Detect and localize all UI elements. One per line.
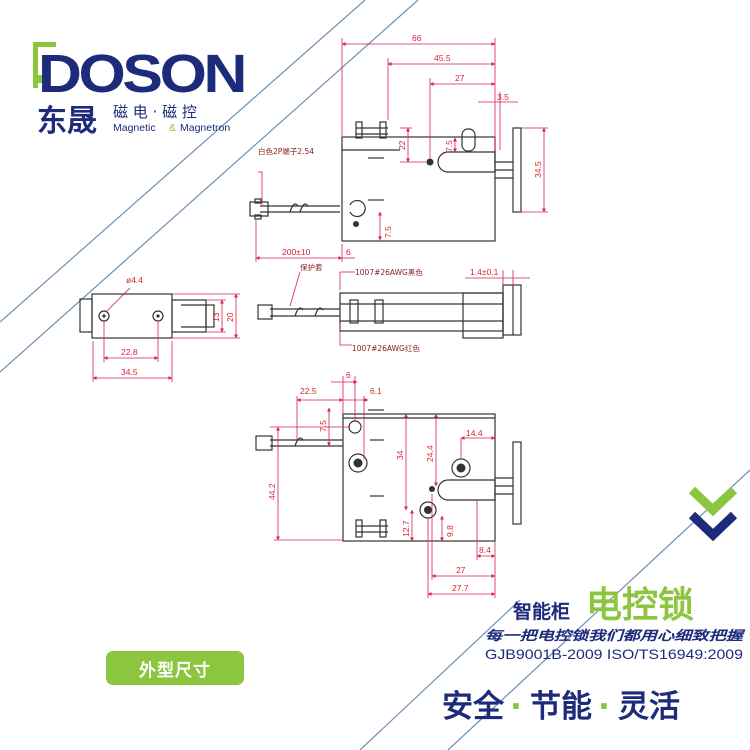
feature-flexible: 灵活 xyxy=(618,689,680,725)
dim-66: 66 xyxy=(412,33,422,43)
dim-6-bottom: 6 xyxy=(346,370,351,380)
note-sleeve: 保护套 xyxy=(300,262,323,272)
dim-6: 6 xyxy=(346,247,351,257)
side-view-drawing: ø4.4 13 20 22.8 34.5 1.4±0.1 保护套 1007#26… xyxy=(79,262,530,382)
dim-24-4: 24.4 xyxy=(425,445,435,462)
dim-34-5: 34.5 xyxy=(533,161,543,178)
dim-7-5: 7.5 xyxy=(444,140,454,152)
dim-34-5-side: 34.5 xyxy=(121,367,138,377)
brand-cn-name: 东晟 xyxy=(37,104,97,139)
dim-7-5-b: 7.5 xyxy=(383,226,393,238)
chevron-down-icon xyxy=(688,486,738,542)
top-view-drawing: 66 45.5 27 3.5 22 7.5 34.5 7.5 200±10 6 … xyxy=(249,33,548,262)
feature-dot-1: · xyxy=(510,689,522,725)
dim-12-7: 12.7 xyxy=(401,520,411,537)
dim-1-4: 1.4±0.1 xyxy=(470,267,499,277)
dim-3-5: 3.5 xyxy=(497,92,509,102)
brand-cn-tagline: 磁 电 · 磁 控 xyxy=(113,103,197,121)
dim-45-5: 45.5 xyxy=(434,53,451,63)
dim-44-2: 44.2 xyxy=(267,483,277,500)
product-certs: GJB9001B-2009 ISO/TS16949:2009 xyxy=(485,646,743,662)
dim-27-bottom: 27 xyxy=(456,565,466,575)
product-slogan: 每一把电控锁我们都用心细致把握 xyxy=(485,628,746,644)
brand-en-tagline-a: Magnetic xyxy=(113,122,156,134)
dim-14-4: 14.4 xyxy=(466,428,483,438)
feature-dot-2: · xyxy=(598,689,610,725)
dimensions-badge: 外型尺寸 xyxy=(106,651,244,685)
brand-en-amp: & xyxy=(169,122,176,134)
dim-20: 20 xyxy=(225,312,235,322)
dim-34: 34 xyxy=(395,450,405,460)
feature-safe: 安全 xyxy=(442,689,505,725)
dim-27-7: 27.7 xyxy=(452,583,469,593)
product-title-big: 电控锁 xyxy=(586,585,694,626)
note-terminal: 白色2P端子2.54 xyxy=(258,146,314,156)
logo-mark-icon xyxy=(33,42,56,88)
logo-text: DOSON xyxy=(38,44,244,104)
dim-7-5-bottom: 7.5 xyxy=(318,420,328,432)
brand-en-tagline-b: Magnetron xyxy=(180,122,230,134)
bottom-view-drawing: 6 22.5 6.1 7.5 44.2 34 24.4 14.4 12.7 9.… xyxy=(255,370,522,598)
dim-9-8: 9.8 xyxy=(445,525,455,537)
dim-13: 13 xyxy=(211,312,221,322)
dim-22: 22 xyxy=(397,140,407,150)
note-red-wire: 1007#26AWG红色 xyxy=(352,343,420,353)
dim-22-5: 22.5 xyxy=(300,386,317,396)
dim-6-1: 6.1 xyxy=(370,386,382,396)
dim-22-8: 22.8 xyxy=(121,347,138,357)
feature-energy: 节能 xyxy=(530,689,592,725)
note-black-wire: 1007#26AWG黑色 xyxy=(355,267,423,277)
dim-200: 200±10 xyxy=(282,247,311,257)
doson-logo: DOSON 东晟 磁 电 · 磁 控 Magnetic & Magnetron xyxy=(33,42,247,139)
dim-27: 27 xyxy=(455,73,465,83)
product-title-small: 智能柜 xyxy=(513,600,570,623)
product-headline: 智能柜 电控锁 每一把电控锁我们都用心细致把握 GJB9001B-2009 IS… xyxy=(442,585,746,725)
dim-8-4: 8.4 xyxy=(479,545,491,555)
dim-dia-4-4: ø4.4 xyxy=(126,275,143,285)
